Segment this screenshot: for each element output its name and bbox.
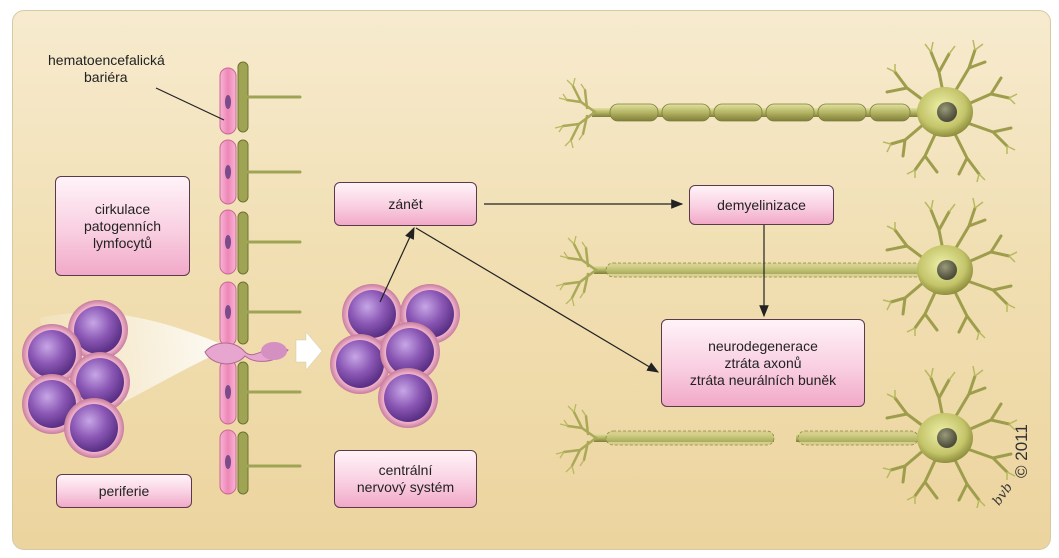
neurodegeneration-box: neurodegenerace ztráta axonů ztráta neur… xyxy=(661,319,865,407)
neurodegeneration-line-2: ztráta axonů xyxy=(724,354,802,371)
demyelination-box: demyelinizace xyxy=(689,185,834,225)
demyelination-label: demyelinizace xyxy=(717,196,806,213)
barrier-label-line-2: bariéra xyxy=(84,69,128,85)
neuron-healthy xyxy=(553,38,1019,184)
circulation-box: cirkulace patogenních lymfocytů xyxy=(55,176,190,276)
blood-brain-barrier xyxy=(219,61,302,495)
neuron-demyelinated xyxy=(554,196,1019,342)
periphery-box: periferie xyxy=(56,474,192,508)
barrier-label-line-1: hematoencefalická xyxy=(48,52,165,68)
copyright-notice: © 2011 xyxy=(1012,424,1031,478)
neurodegeneration-line-3: ztráta neurálních buněk xyxy=(689,371,837,388)
cns-line-2: nervový systém xyxy=(356,479,455,495)
arrow-cns-to-inflammation xyxy=(379,226,415,303)
circulation-line-3: lymfocytů xyxy=(92,234,153,251)
peripheral-lymphocytes xyxy=(22,300,130,458)
inflammation-label: zánět xyxy=(388,195,423,212)
cns-line-1: centrální xyxy=(378,462,433,478)
neurodegeneration-line-1: neurodegenerace xyxy=(708,337,818,354)
inflammation-box: zánět xyxy=(334,182,477,226)
periphery-label: periferie xyxy=(98,482,150,499)
circulation-line-1: cirkulace xyxy=(94,200,151,217)
connectors xyxy=(155,87,769,373)
barrier-leader-line xyxy=(155,87,225,121)
arrow-inflammation-to-neurodegeneration xyxy=(415,227,660,373)
cns-lymphocytes xyxy=(330,284,460,428)
barrier-label: hematoencefalická bariéra xyxy=(48,52,165,86)
diagram-background xyxy=(12,10,1051,550)
cns-box: centrální nervový systém xyxy=(334,450,477,508)
circulation-line-2: patogenních xyxy=(83,217,162,234)
neuron-degenerated xyxy=(554,364,1019,510)
